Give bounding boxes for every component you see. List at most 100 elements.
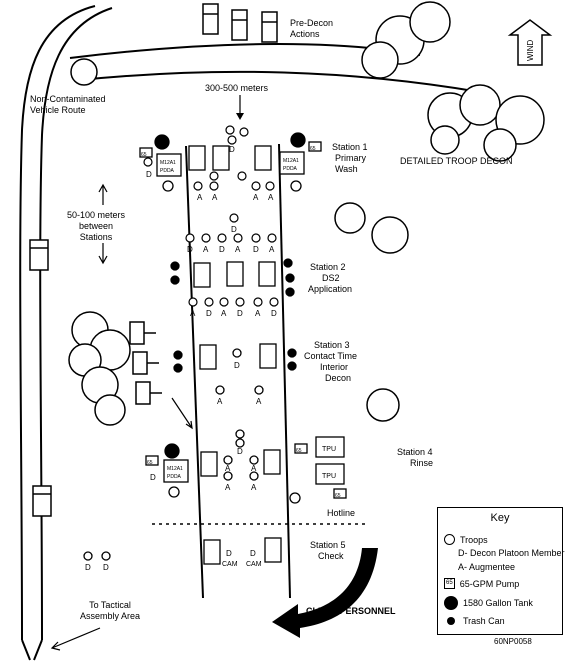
svg-text:D: D: [229, 145, 235, 154]
svg-text:D: D: [146, 170, 152, 179]
station2-letters: D D A D A D A A D A D A D: [187, 225, 277, 318]
station5-equipment: [83, 537, 282, 565]
svg-text:A: A: [190, 309, 196, 318]
svg-text:D: D: [237, 309, 243, 318]
distance-arrow-vertical: [98, 183, 108, 265]
station1-equipment: [139, 132, 322, 192]
svg-text:65: 65: [310, 146, 316, 152]
key-legend: Key Troops D- Decon Platoon Member A- Au…: [437, 507, 565, 635]
svg-text:M12A1: M12A1: [167, 466, 183, 472]
figure-id: 60NP0058: [494, 637, 532, 646]
road-lane: [185, 143, 291, 599]
tree-vehicles-left: [129, 321, 162, 405]
svg-text:TPU: TPU: [322, 446, 336, 453]
svg-text:A: A: [235, 245, 241, 254]
svg-text:CAM: CAM: [246, 561, 262, 568]
svg-text:M12A1: M12A1: [283, 158, 299, 164]
svg-text:D: D: [85, 563, 91, 572]
svg-text:A: A: [251, 464, 257, 473]
distance-300-500-label: 300-500 meters: [205, 83, 269, 93]
key-row-pump: 65 65-GPM Pump: [444, 578, 519, 589]
svg-text:D: D: [253, 245, 259, 254]
wind-label: WIND: [526, 39, 535, 61]
trash-can-icon: [447, 617, 455, 625]
tank-icon: [444, 596, 458, 610]
svg-text:65: 65: [141, 152, 147, 158]
tree-single-top-left: [70, 58, 98, 86]
key-row-troops: Troops: [444, 534, 488, 545]
station1-troops: [143, 125, 275, 191]
svg-text:A: A: [225, 464, 231, 473]
svg-text:65: 65: [335, 493, 341, 499]
arrow-head-icon: [236, 113, 244, 120]
key-tank-label: 1580 Gallon Tank: [463, 598, 533, 608]
troops-circle-icon: [444, 534, 455, 545]
route-vehicles: [29, 239, 52, 517]
svg-text:A: A: [255, 309, 261, 318]
key-title: Key: [490, 512, 510, 524]
svg-text:D: D: [219, 245, 225, 254]
station4-text: 65 M12A1 PDDA 65 65 TPU TPU D D A A A A: [147, 446, 341, 499]
svg-text:PDDA: PDDA: [283, 166, 298, 172]
svg-text:A: A: [217, 397, 223, 406]
station3-letters: D A A: [217, 361, 262, 406]
svg-text:65: 65: [296, 448, 302, 454]
key-augmentee-label: A- Augmentee: [458, 562, 516, 572]
clean-personnel-arrow-icon: [272, 548, 378, 638]
svg-text:A: A: [212, 193, 218, 202]
wind-icon: [507, 19, 553, 66]
station1-letters: D D A A A A: [146, 145, 274, 202]
svg-text:65: 65: [147, 460, 153, 466]
key-row-augmentee: A- Augmentee: [458, 562, 515, 572]
pump-icon: 65: [444, 578, 455, 589]
tree-cluster-top-right: [361, 1, 545, 162]
svg-text:A: A: [269, 245, 275, 254]
station3-equipment: [173, 343, 297, 395]
svg-text:PDDA: PDDA: [160, 168, 175, 174]
svg-text:CAM: CAM: [222, 561, 238, 568]
svg-text:D: D: [237, 447, 243, 456]
svg-text:D: D: [250, 549, 256, 558]
key-troops-label: Troops: [460, 534, 488, 545]
svg-text:D: D: [206, 309, 212, 318]
svg-text:A: A: [268, 193, 274, 202]
svg-text:M12A1: M12A1: [160, 160, 176, 166]
svg-text:A: A: [197, 193, 203, 202]
tree-cluster-left: [68, 311, 131, 426]
station4-equipment: [145, 429, 347, 504]
svg-text:TPU: TPU: [322, 473, 336, 480]
station2-troops: [185, 213, 279, 307]
clean-personnel-label: CLEAN PERSONNEL: [306, 606, 396, 616]
svg-text:A: A: [203, 245, 209, 254]
svg-text:A: A: [253, 193, 259, 202]
svg-text:D: D: [103, 563, 109, 572]
road-exit: [21, 639, 43, 661]
svg-text:D: D: [234, 361, 240, 370]
pre-decon-vehicles: [202, 3, 278, 43]
key-row-tank: 1580 Gallon Tank: [444, 596, 533, 610]
tree-cluster-mid-right: [334, 202, 409, 422]
svg-text:D: D: [231, 225, 237, 234]
svg-text:D: D: [271, 309, 277, 318]
svg-text:D: D: [150, 473, 156, 482]
svg-text:D: D: [226, 549, 232, 558]
svg-text:D: D: [187, 245, 193, 254]
key-row-decon-member: D- Decon Platoon Member: [458, 548, 565, 558]
detailed-decon-label: DETAILED TROOP DECON: [400, 156, 513, 166]
svg-text:A: A: [225, 483, 231, 492]
hotline-label: Hotline: [327, 508, 355, 518]
svg-text:A: A: [256, 397, 262, 406]
station5-text: D CAM D CAM D D: [85, 549, 262, 572]
key-decon-member-label: D- Decon Platoon Member: [458, 548, 565, 558]
svg-text:A: A: [251, 483, 257, 492]
key-trash-label: Trash Can: [463, 616, 505, 626]
